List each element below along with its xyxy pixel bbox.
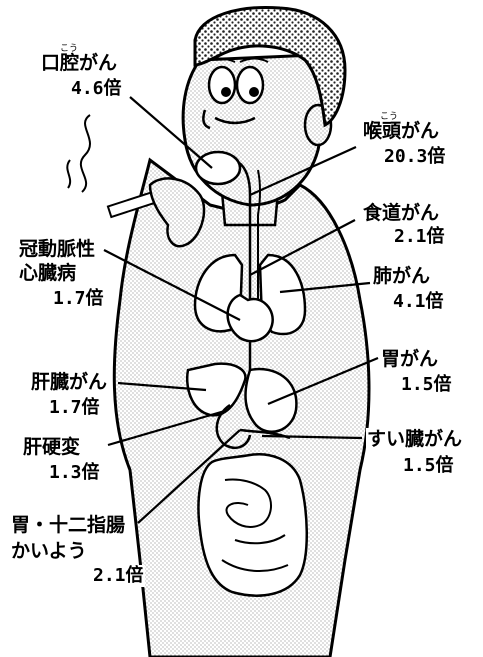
oral-cancer-label: 口腔がん — [40, 52, 118, 74]
right-eye — [237, 67, 263, 103]
larynx-cancer-label: 喉頭がん — [362, 120, 440, 142]
ulcer-label-line2: かいよう — [10, 540, 88, 562]
smoke — [81, 115, 90, 192]
lung-cancer-value: 4.1倍 — [392, 291, 445, 313]
lung-cancer-label: 肺がん — [372, 265, 431, 287]
oral-cancer-value: 4.6倍 — [70, 78, 123, 100]
pancreatic-cancer-value: 1.5倍 — [402, 455, 455, 477]
pancreatic-cancer-label: すい臓がん — [366, 428, 463, 450]
esophagus-cancer-label: 食道がん — [362, 202, 440, 224]
ulcer-value: 2.1倍 — [92, 565, 145, 587]
stomach-cancer-label: 胃がん — [380, 348, 439, 370]
cirrhosis-value: 1.3倍 — [48, 462, 101, 484]
coronary-label-line1: 冠動脈性 — [18, 238, 96, 260]
stomach-cancer-value: 1.5倍 — [400, 374, 453, 396]
esophagus-cancer-value: 2.1倍 — [393, 226, 446, 248]
intestines — [199, 454, 307, 595]
larynx-cancer-value: 20.3倍 — [383, 146, 446, 168]
liver-cancer-label: 肝臓がん — [30, 371, 108, 393]
coronary-value: 1.7倍 — [52, 288, 105, 310]
ulcer-label-line1: 胃・十二指腸 — [10, 514, 126, 536]
cirrhosis-label: 肝硬変 — [22, 436, 81, 458]
liver-cancer-value: 1.7倍 — [48, 397, 101, 419]
left-eye — [209, 67, 235, 103]
oral-cavity — [196, 152, 240, 184]
coronary-label-line2: 心臓病 — [18, 262, 77, 284]
